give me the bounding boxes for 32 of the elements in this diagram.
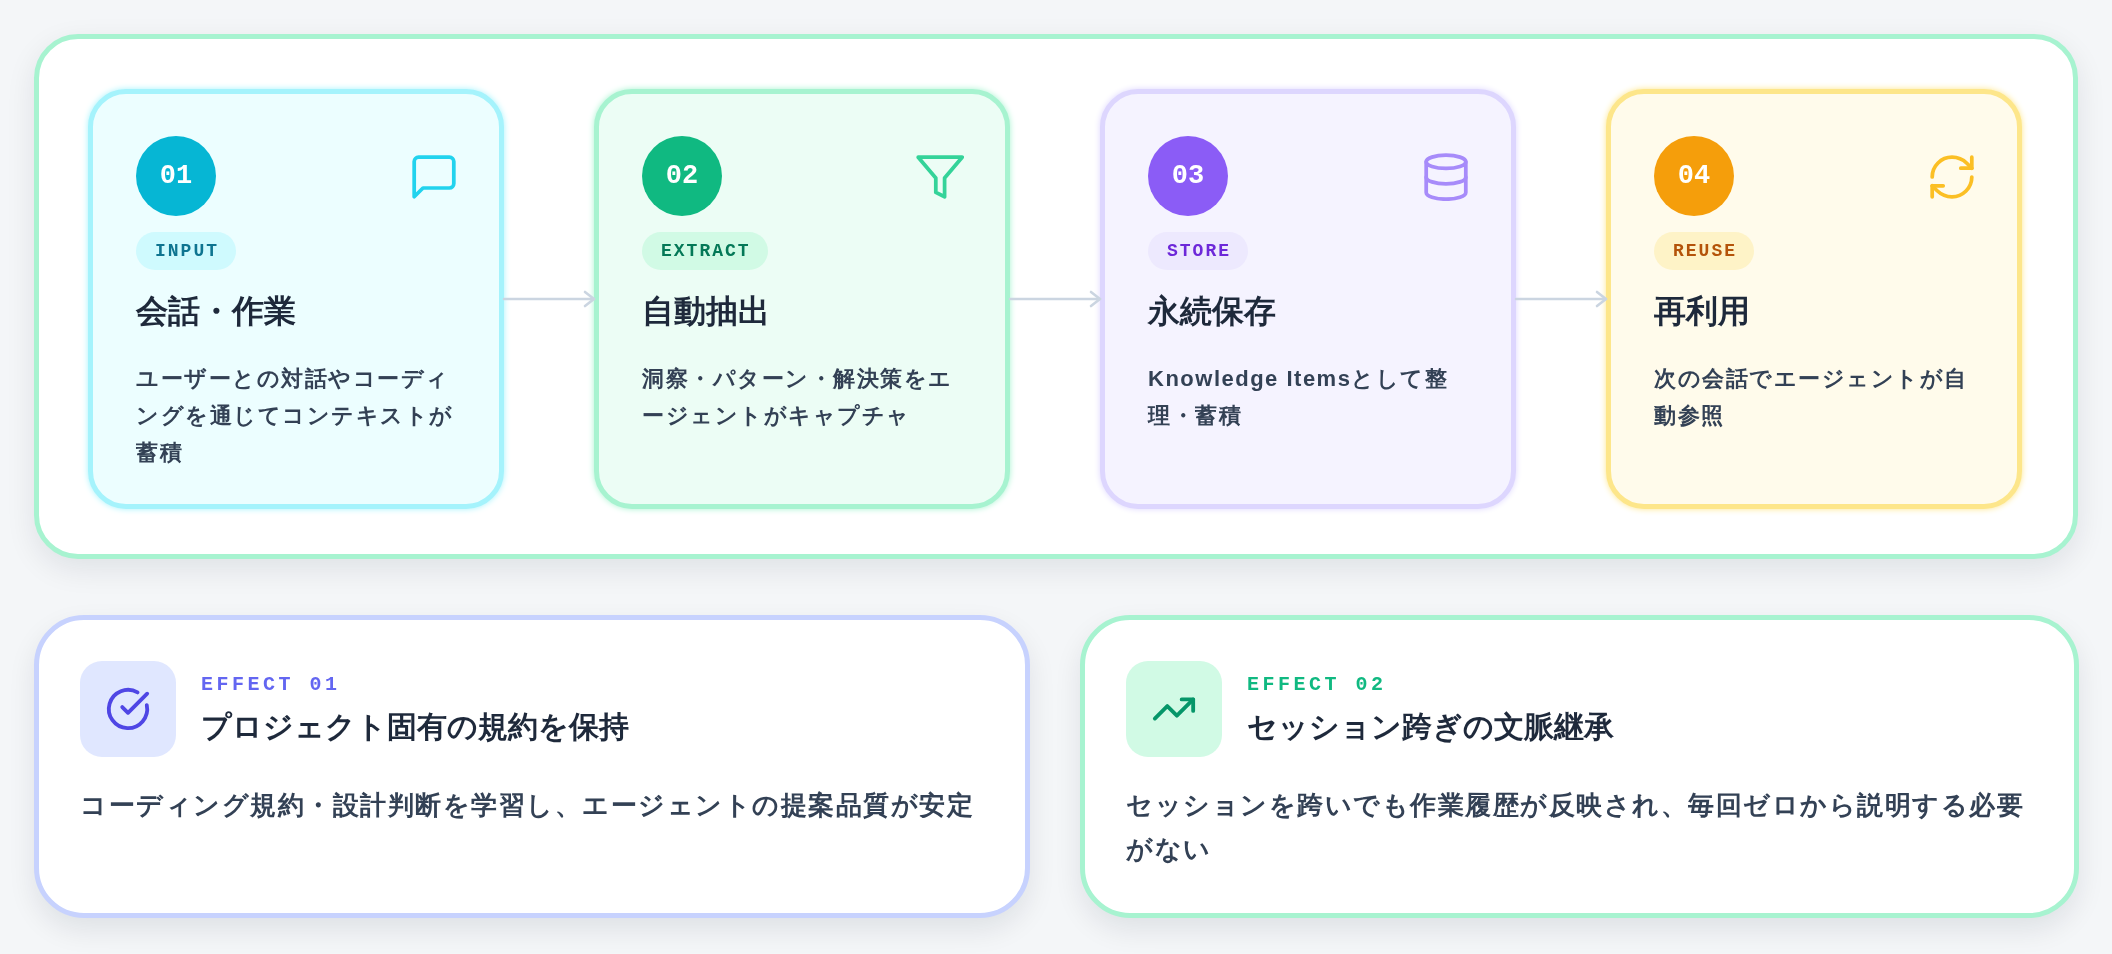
effect-card [34,615,1030,918]
effect-label: EFFECT 02 [1247,673,1388,697]
arrow [502,290,596,308]
step-number-circle: 01 [136,136,216,216]
arrow [1514,290,1608,308]
arrow [1008,290,1102,308]
step-title: 会話・作業 [136,292,297,331]
step-number-circle: 04 [1654,136,1734,216]
process-panel [34,34,2078,559]
effect-description: セッションを跨いでも作業履歴が反映され、毎回ゼロから説明する必要がない [1126,789,2025,866]
step-title: 自動抽出 [642,292,771,331]
effect-title: プロジェクト固有の規約を保持 [201,709,629,745]
step-title: 永続保存 [1148,292,1277,331]
step-card [1100,89,1516,509]
effect-card [1080,615,2079,918]
step-number-circle: 02 [642,136,722,216]
step-description: ユーザーとの対話やコーディングを通じてコンテキストが蓄積 [136,365,455,467]
stage-tag: EXTRACT [642,232,768,270]
step-title: 再利用 [1654,292,1751,331]
step-description: Knowledge Itemsとして整理・蓄積 [1148,365,1450,430]
effect-description: コーディング規約・設計判断を学習し、エージェントの提案品質が安定 [80,789,975,822]
step-description: 洞察・パターン・解決策をエージェントがキャプチャ [642,365,954,430]
step-card [1606,89,2022,509]
step-card [88,89,504,509]
stage-tag: STORE [1148,232,1248,270]
stage-tag: INPUT [136,232,236,270]
step-description: 次の会話でエージェントが自動参照 [1654,365,1969,430]
step-number-circle: 03 [1148,136,1228,216]
effect-title: セッション跨ぎの文脈継承 [1247,709,1614,745]
step-card [594,89,1010,509]
effect-label: EFFECT 01 [201,673,342,697]
stage-tag: REUSE [1654,232,1754,270]
